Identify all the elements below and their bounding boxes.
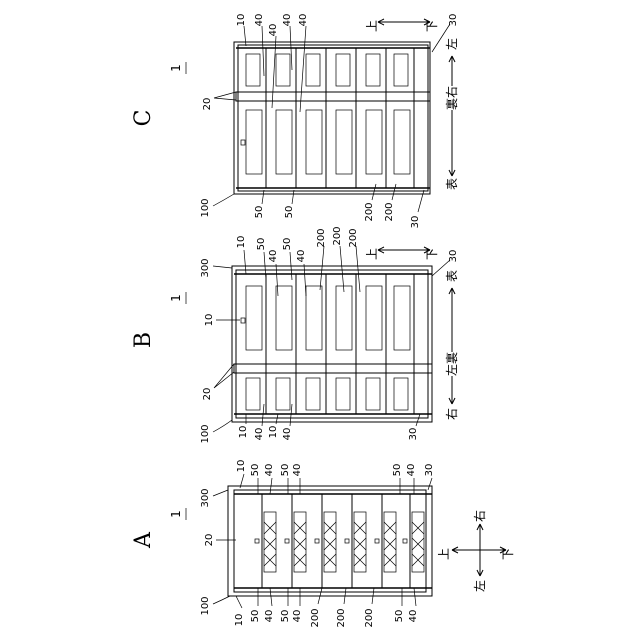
figure-c: C 1 <box>131 14 459 229</box>
figure-b-center-bar <box>234 364 432 373</box>
figure-b-ref-20: 20 <box>202 388 213 401</box>
svg-text:200: 200 <box>364 608 375 627</box>
figure-a-right-refs: 10 50 40 50 40 50 40 30 <box>236 460 435 494</box>
svg-text:上: 上 <box>437 548 451 560</box>
svg-text:40: 40 <box>292 610 303 623</box>
svg-text:上: 上 <box>365 248 379 260</box>
svg-text:右: 右 <box>444 408 459 420</box>
figure-b-ref-100: 100 <box>200 424 211 443</box>
figure-a-number: 1 <box>169 510 183 518</box>
figure-b-leader-100 <box>213 420 232 432</box>
svg-text:右: 右 <box>472 510 487 522</box>
figure-a-leader-300 <box>213 490 228 496</box>
svg-text:200: 200 <box>332 226 343 245</box>
figure-a-body <box>228 486 432 596</box>
svg-text:表: 表 <box>445 178 459 190</box>
svg-text:50: 50 <box>394 610 405 623</box>
figure-a: A 1 <box>131 460 515 628</box>
figure-a-direction-indicator: 上 下 右 左 <box>437 510 515 592</box>
svg-text:40: 40 <box>264 610 275 623</box>
figure-c-leader-100 <box>213 194 234 206</box>
svg-text:40: 40 <box>406 464 417 477</box>
figure-b-right-refs: 10 50 40 50 40 200 200 200 30 <box>236 226 459 296</box>
svg-text:表: 表 <box>445 270 459 282</box>
svg-text:50: 50 <box>250 464 261 477</box>
svg-text:200: 200 <box>316 228 327 247</box>
svg-text:左: 左 <box>444 38 459 50</box>
figure-c-ref-20: 20 <box>202 98 213 111</box>
svg-text:50: 50 <box>284 206 295 219</box>
svg-text:30: 30 <box>408 428 419 441</box>
figure-a-title: A <box>131 531 156 549</box>
svg-text:40: 40 <box>282 428 293 441</box>
figure-a-frame <box>228 486 432 596</box>
svg-text:40: 40 <box>254 428 265 441</box>
figure-b-number: 1 <box>169 294 183 302</box>
figure-a-pallets <box>264 512 424 572</box>
figure-a-ref-100: 100 <box>200 596 211 615</box>
figure-a-ref-300: 300 <box>200 488 211 507</box>
svg-text:10: 10 <box>268 426 279 439</box>
svg-text:10: 10 <box>236 460 247 473</box>
svg-text:200: 200 <box>348 228 359 247</box>
figure-a-leader-100 <box>213 596 230 604</box>
figure-a-left-refs: 10 50 40 50 40 200 200 200 50 40 <box>234 588 419 628</box>
svg-text:40: 40 <box>296 250 307 263</box>
svg-text:40: 40 <box>408 610 419 623</box>
svg-text:200: 200 <box>364 202 375 221</box>
figure-b: B 1 <box>131 226 459 443</box>
figure-b-leader-300 <box>213 266 232 268</box>
svg-text:下: 下 <box>425 248 439 260</box>
svg-text:50: 50 <box>280 464 291 477</box>
figure-c-shelves <box>266 48 414 188</box>
svg-text:50: 50 <box>280 610 291 623</box>
figure-a-inner-frame <box>234 490 426 592</box>
svg-text:40: 40 <box>264 464 275 477</box>
svg-text:40: 40 <box>254 14 265 27</box>
svg-text:40: 40 <box>268 250 279 263</box>
svg-text:10: 10 <box>236 236 247 249</box>
svg-text:上: 上 <box>365 20 379 32</box>
figure-c-title: C <box>131 110 156 127</box>
svg-text:200: 200 <box>384 202 395 221</box>
figure-b-leader-20 <box>214 364 234 388</box>
svg-text:200: 200 <box>336 608 347 627</box>
svg-text:40: 40 <box>298 14 309 27</box>
svg-text:裏右: 裏右 <box>444 86 459 110</box>
figure-b-inner-frame <box>236 270 428 418</box>
svg-text:50: 50 <box>250 610 261 623</box>
figure-a-ref-20: 20 <box>204 534 215 547</box>
figure-b-ref-10: 10 <box>204 314 215 327</box>
figure-b-direction-indicator: 上 下 表 左裏 右 <box>365 247 459 420</box>
svg-text:50: 50 <box>256 238 267 251</box>
svg-text:30: 30 <box>424 464 435 477</box>
figure-c-center-bar <box>236 92 430 101</box>
svg-text:左: 左 <box>472 580 487 592</box>
svg-text:50: 50 <box>254 206 265 219</box>
figure-c-ref-100: 100 <box>200 198 211 217</box>
svg-text:50: 50 <box>392 464 403 477</box>
svg-text:10: 10 <box>236 14 247 27</box>
figure-b-title: B <box>131 332 156 348</box>
svg-text:40: 40 <box>292 464 303 477</box>
figure-b-ref-300: 300 <box>200 258 211 277</box>
svg-text:下: 下 <box>501 548 515 560</box>
svg-text:40: 40 <box>268 24 279 37</box>
svg-text:200: 200 <box>310 608 321 627</box>
svg-text:下: 下 <box>425 20 439 32</box>
figure-c-number: 1 <box>169 64 183 72</box>
figure-b-body <box>232 266 432 422</box>
figure-c-leader-20 <box>214 92 236 100</box>
svg-text:左裏: 左裏 <box>444 352 459 376</box>
figure-b-shelves <box>266 274 414 414</box>
svg-text:30: 30 <box>410 216 421 229</box>
svg-text:10: 10 <box>238 426 249 439</box>
svg-text:40: 40 <box>282 14 293 27</box>
svg-text:10: 10 <box>234 614 245 627</box>
svg-text:50: 50 <box>282 238 293 251</box>
